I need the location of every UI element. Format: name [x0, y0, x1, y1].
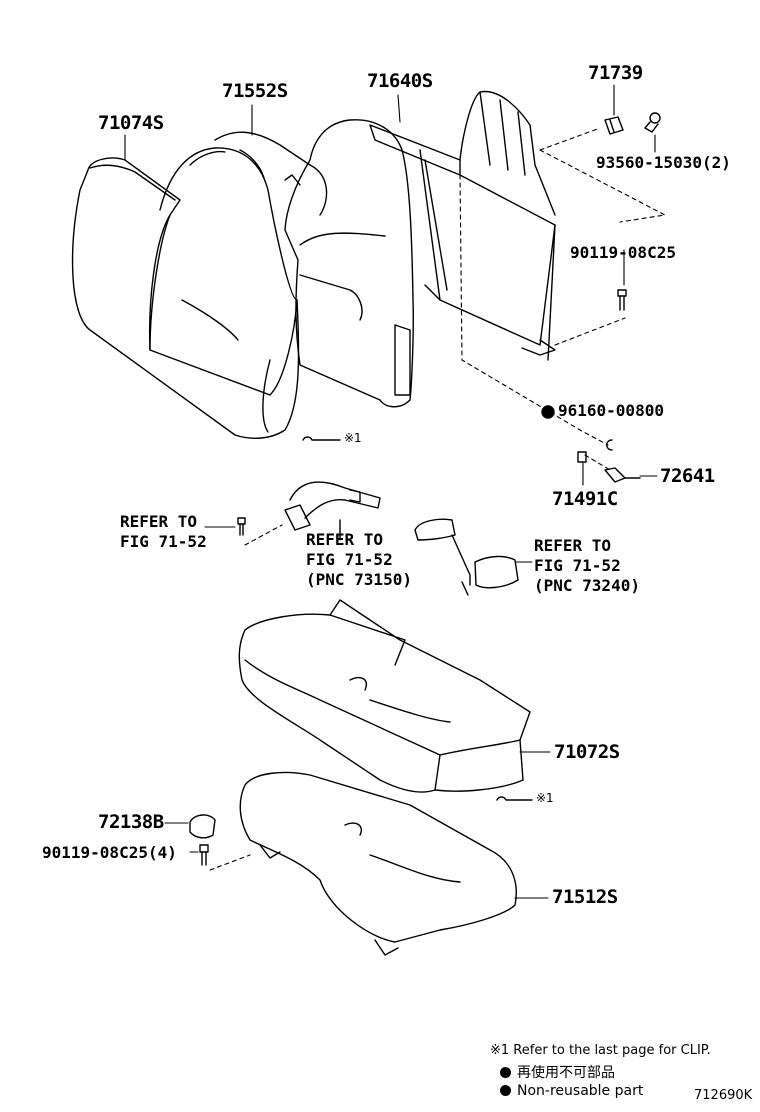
part-label-71640S: 71640S [367, 70, 433, 92]
part-label-71512S: 71512S [552, 886, 618, 908]
part-label-72138B: 72138B [98, 811, 164, 833]
non-reusable-dot-marker [541, 405, 555, 419]
part-label-93560-15030: 93560-15030(2) [596, 153, 731, 172]
part-label-71739: 71739 [588, 62, 643, 84]
bolt-93560-shape [644, 112, 661, 133]
legend-clip-note: ※1 Refer to the last page for CLIP. [490, 1043, 711, 1058]
cap-72138B-shape [189, 814, 216, 839]
seatback-frame [369, 90, 556, 361]
seat-cushion-pad-71512S [239, 771, 517, 956]
washer-71491C-shape [577, 451, 587, 463]
reference-middle-line1: REFER TO [306, 530, 384, 549]
part-label-71074S: 71074S [98, 112, 164, 134]
clip-71739-shape [604, 116, 624, 135]
reference-middle: REFER TO FIG 71-52 (PNC 73150) [306, 530, 412, 590]
part-label-90119-08C25-top: 90119-08C25 [570, 243, 676, 262]
clip-96160-shape [606, 439, 613, 451]
reference-left-line2: FIG 71-52 [120, 532, 207, 551]
part-label-96160-00800: 96160-00800 [558, 401, 664, 420]
legend-non-reusable-en: Non-reusable part [500, 1083, 643, 1099]
bolt-90119-bottom-shape [199, 844, 209, 866]
frame-leader-lines [459, 127, 666, 471]
legend-non-reusable-en-text: Non-reusable part [517, 1083, 644, 1099]
belt-left-leader [244, 524, 283, 546]
clip-marker-upper [302, 436, 341, 441]
reference-right-line3: (PNC 73240) [534, 576, 640, 595]
clip-mark-lower: ※1 [536, 791, 554, 805]
part-label-71491C: 71491C [552, 488, 618, 510]
legend-dot-en [500, 1085, 511, 1096]
reference-middle-line3: (PNC 73150) [306, 570, 412, 589]
bolt-bottom-leader [209, 854, 251, 871]
part-label-90119-08C25-4: 90119-08C25(4) [42, 843, 177, 862]
legend-non-reusable-jp-text: 再使用不可部品 [517, 1065, 615, 1081]
diagram-code: 712690K [694, 1088, 753, 1103]
part-label-71552S: 71552S [222, 80, 288, 102]
clip-mark-upper: ※1 [344, 431, 362, 445]
seat-cushion-cover-71072S [238, 599, 531, 793]
part-label-72641: 72641 [660, 465, 715, 487]
legend-dot-jp [500, 1067, 511, 1078]
label-leader-lines [124, 84, 658, 899]
reference-left: REFER TO FIG 71-52 [120, 512, 207, 552]
reference-left-line1: REFER TO [120, 512, 198, 531]
seatback-cushion-71074S [71, 157, 300, 439]
seatback-pad-71640S [284, 119, 414, 408]
belt-bolt-left [237, 517, 246, 536]
reference-middle-line2: FIG 71-52 [306, 550, 393, 569]
legend-non-reusable-jp: 再使用不可部品 [500, 1062, 615, 1082]
bolt-72641-shape [604, 467, 641, 483]
part-label-71072S: 71072S [554, 741, 620, 763]
seatbelt-buckle-right [414, 518, 519, 596]
seatback-cover-71552S [148, 131, 328, 351]
bolt-90119-top-shape [617, 289, 627, 311]
reference-right-line1: REFER TO [534, 536, 612, 555]
reference-right-line2: FIG 71-52 [534, 556, 621, 575]
reference-right: REFER TO FIG 71-52 (PNC 73240) [534, 536, 640, 596]
clip-marker-lower [496, 796, 533, 801]
